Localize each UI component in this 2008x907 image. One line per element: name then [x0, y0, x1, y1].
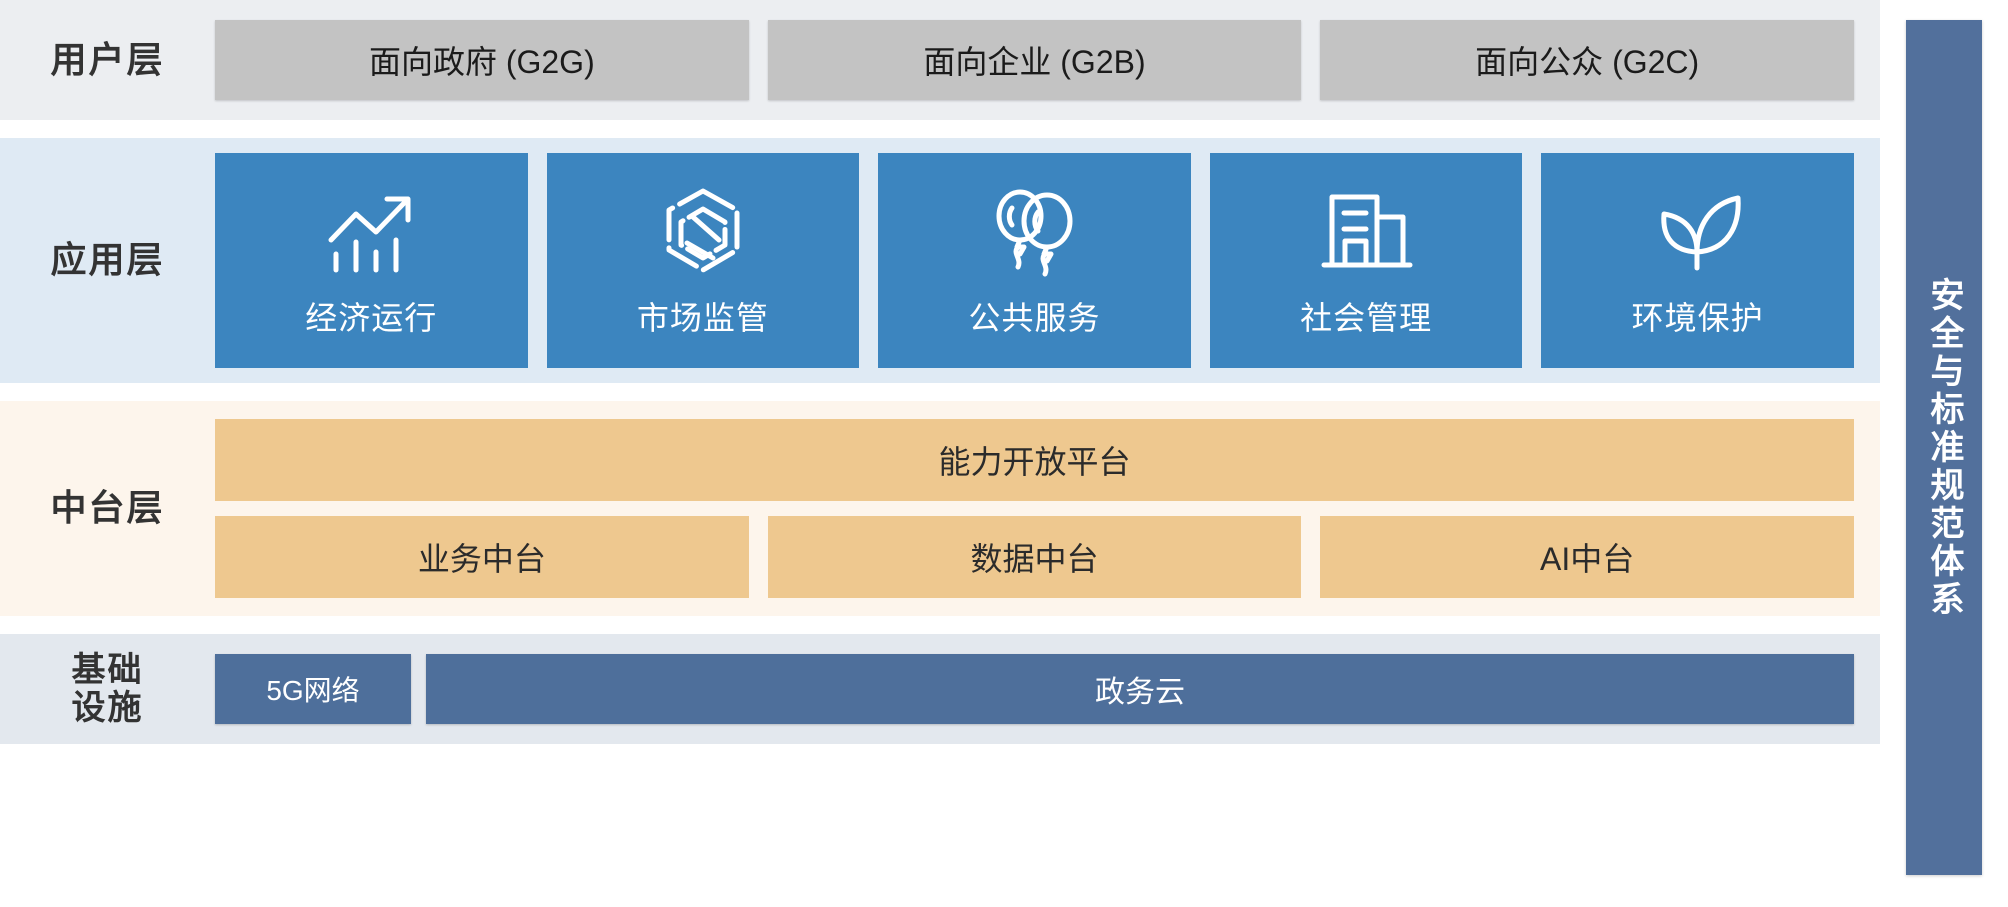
app-tile-environment[interactable]: 环境保护: [1541, 153, 1854, 368]
layer-label-user: 用户层: [50, 38, 165, 80]
security-standards-sidebar: 安全与标准规范体系: [1880, 0, 2008, 907]
user-box-g2b[interactable]: 面向企业 (G2B): [767, 20, 1302, 100]
layer-label-application: 应用层: [50, 239, 165, 281]
app-tile-market[interactable]: 市场监管: [546, 153, 860, 368]
layer-band-middle-platform: 中台层 能力开放平台 业务中台 数据中台 AI中台: [0, 401, 1880, 616]
infra-box-government-cloud[interactable]: 政务云: [426, 654, 1854, 724]
office-building-icon: [1318, 183, 1414, 279]
mid-box-capability-platform[interactable]: 能力开放平台: [215, 419, 1854, 501]
user-box-g2c[interactable]: 面向公众 (G2C): [1320, 20, 1855, 100]
mid-box-ai[interactable]: AI中台: [1320, 516, 1855, 598]
layer-label-infrastructure: 基础 设施: [71, 650, 144, 727]
user-box-g2g[interactable]: 面向政府 (G2G): [215, 20, 749, 100]
growth-chart-icon: [323, 183, 419, 279]
layer-band-application: 应用层 经济运行: [0, 138, 1880, 383]
security-standards-bar-inner[interactable]: 安全与标准规范体系: [1906, 20, 1982, 875]
mid-box-business[interactable]: 业务中台: [215, 516, 749, 598]
infrastructure-box-row: 5G网络 政务云: [215, 634, 1880, 744]
leaf-sprout-icon: [1650, 183, 1746, 279]
app-tile-label-market: 市场监管: [636, 299, 769, 336]
layer-label-middle-platform: 中台层: [50, 487, 165, 529]
balloons-icon: [988, 183, 1080, 279]
layer-stack: 用户层 面向政府 (G2G) 面向企业 (G2B) 面向公众 (G2C) 应用层: [0, 0, 1880, 744]
user-box-row: 面向政府 (G2G) 面向企业 (G2B) 面向公众 (G2C): [215, 0, 1880, 120]
mid-box-data[interactable]: 数据中台: [767, 516, 1302, 598]
app-tile-label-social-management: 社会管理: [1300, 299, 1433, 336]
app-tile-label-environment: 环境保护: [1631, 299, 1764, 336]
middle-platform-body: 能力开放平台 业务中台 数据中台 AI中台: [215, 401, 1880, 616]
app-tile-public-service[interactable]: 公共服务: [878, 153, 1191, 368]
layer-band-user: 用户层 面向政府 (G2G) 面向企业 (G2B) 面向公众 (G2C): [0, 0, 1880, 120]
app-tile-label-economy: 经济运行: [305, 299, 438, 336]
layer-band-infrastructure: 基础 设施 5G网络 政务云: [0, 634, 1880, 744]
application-tile-row: 经济运行 市场监管: [215, 138, 1880, 383]
app-tile-label-public-service: 公共服务: [968, 299, 1101, 336]
infra-box-5g-network[interactable]: 5G网络: [215, 654, 411, 724]
app-tile-social-management[interactable]: 社会管理: [1209, 153, 1523, 368]
app-tile-economy[interactable]: 经济运行: [215, 153, 528, 368]
hexagon-cube-icon: [657, 183, 749, 279]
security-standards-label: 安全与标准规范体系: [1925, 276, 1963, 619]
mid-box-row: 业务中台 数据中台 AI中台: [215, 516, 1855, 598]
